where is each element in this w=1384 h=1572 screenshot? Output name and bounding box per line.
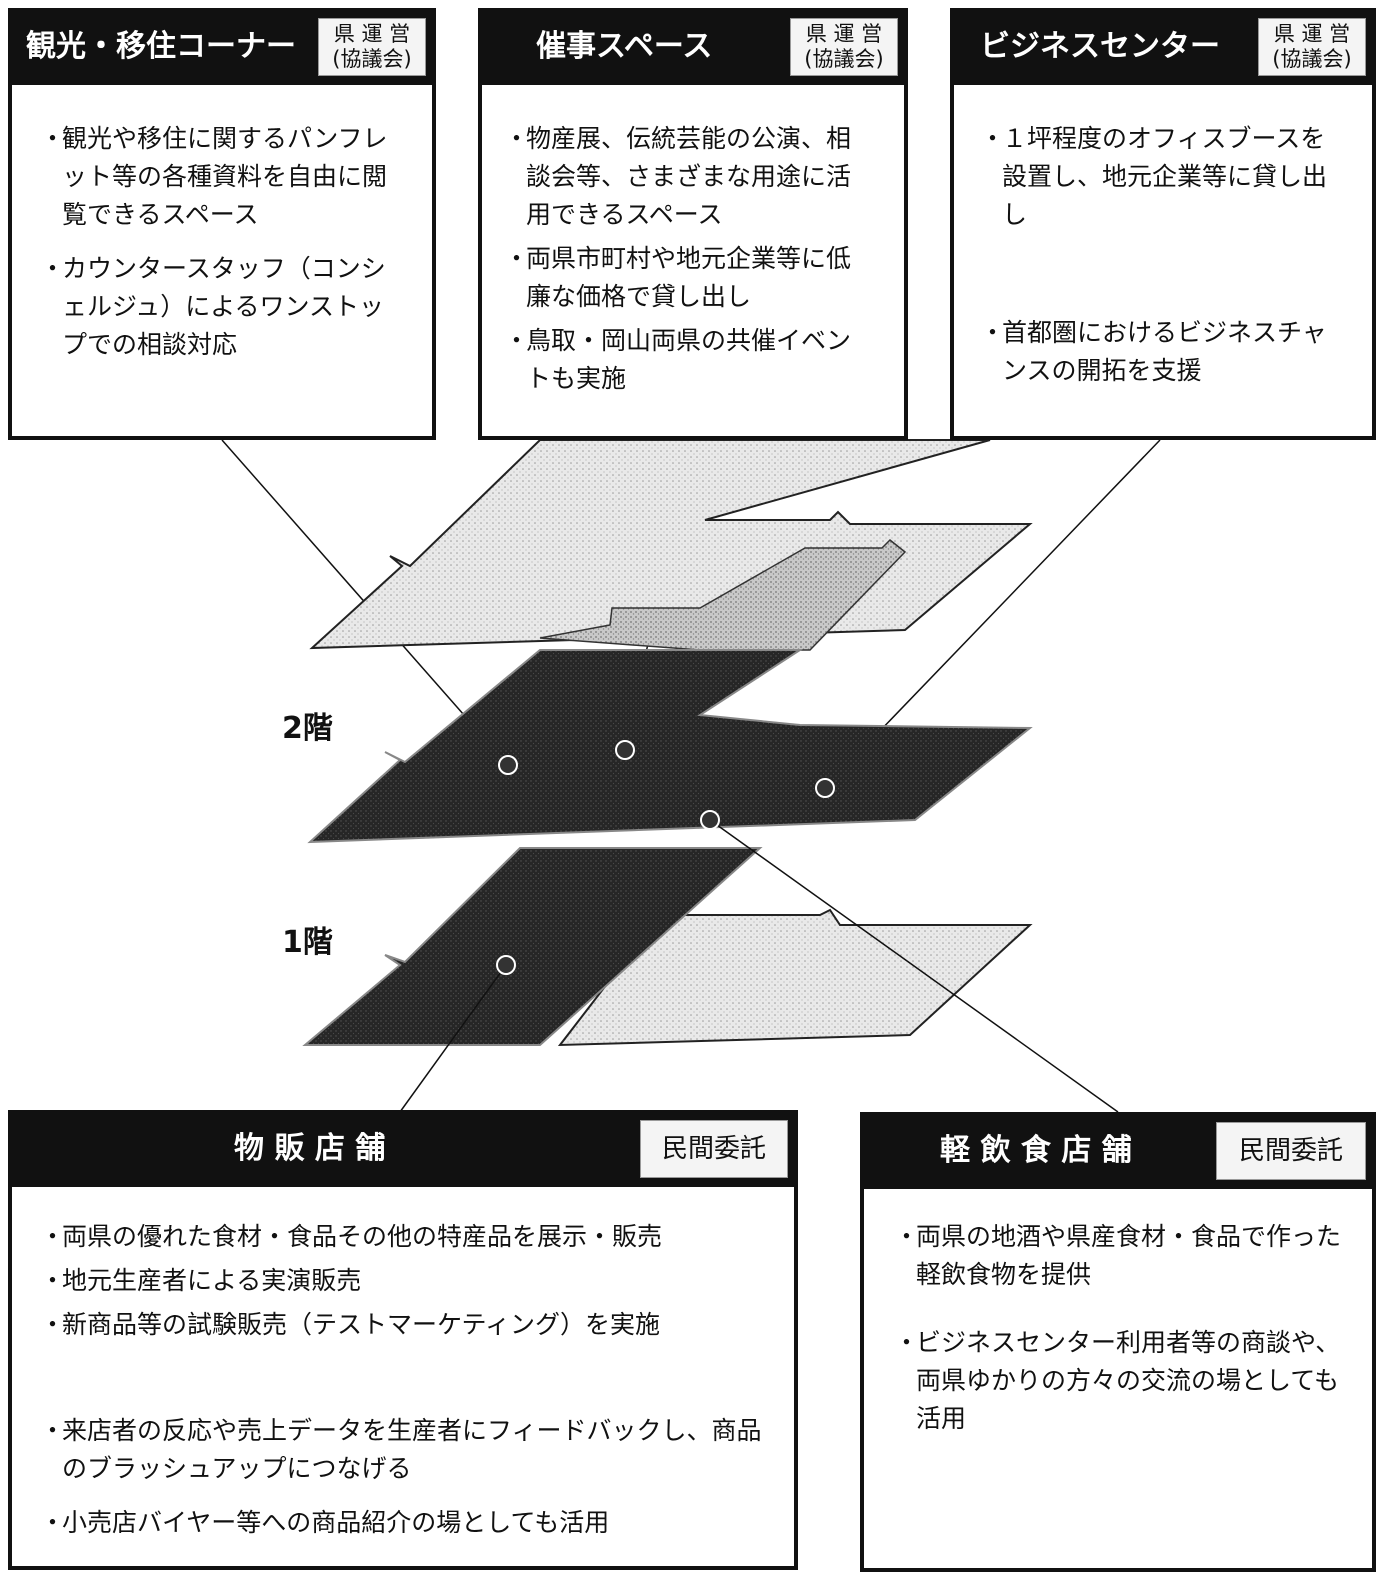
event-space-badge: 県 運 営 (協議会) [790,18,898,76]
retail-store-header: 物 販 店 舗 民間委託 [12,1114,794,1187]
list-item: 首都圏におけるビジネスチャンスの開拓を支援 [980,314,1342,390]
tourism-corner-box: 観光・移住コーナー 県 運 営 (協議会) 観光や移住に関するパンフレット等の各… [8,8,436,440]
connector-cafe [709,819,1119,1113]
floor-label-2f: 2階 [282,711,333,746]
tourism-corner-title: 観光・移住コーナー [26,29,296,64]
list-item: 来店者の反応や売上データを生産者にフィードバックし、商品のブラッシュアップにつな… [40,1412,770,1488]
retail-store-box: 物 販 店 舗 民間委託 両県の優れた食材・食品その他の特産品を展示・販売 地元… [8,1110,798,1570]
retail-store-bullets-before: 両県の優れた食材・食品その他の特産品を展示・販売 地元生産者による実演販売 新商… [40,1218,770,1350]
tourism-corner-bullets: 観光や移住に関するパンフレット等の各種資料を自由に閲覧できるスペース カウンター… [40,120,408,380]
business-center-bullets-before: １坪程度のオフィスブースを設置し、地元企業等に貸し出し [980,120,1342,250]
list-item: 観光や移住に関するパンフレット等の各種資料を自由に閲覧できるスペース [40,120,408,234]
event-space-box: 催事スペース 県 運 営 (協議会) 物産展、伝統芸能の公演、相談会等、さまざま… [478,8,908,440]
business-center-box: ビジネスセンター 県 運 営 (協議会) １坪程度のオフィスブースを設置し、地元… [950,8,1376,440]
cafe-store-title: 軽 飲 食 店 舗 [940,1133,1132,1168]
tourism-corner-badge: 県 運 営 (協議会) [318,18,426,76]
floor-2f-dark [307,649,1033,844]
business-center-bullets-after: 首都圏におけるビジネスチャンスの開拓を支援 [980,314,1342,406]
cafe-store-box: 軽 飲 食 店 舗 民間委託 両県の地酒や県産食材・食品で作った軽飲食物を提供 … [860,1112,1376,1572]
tourism-corner-header: 観光・移住コーナー 県 運 営 (協議会) [12,12,432,85]
event-space-title: 催事スペース [536,29,713,64]
business-center-title: ビジネスセンター [980,29,1220,64]
floor-label-1f: 1階 [282,925,333,960]
list-item: 両県市町村や地元企業等に低廉な価格で貸し出し [504,240,874,316]
marker-business [815,778,835,798]
list-item: 小売店バイヤー等への商品紹介の場としても活用 [40,1504,770,1542]
badge-line2: (協議会) [332,47,412,71]
retail-store-title: 物 販 店 舗 [234,1131,386,1166]
cafe-store-header: 軽 飲 食 店 舗 民間委託 [864,1116,1372,1189]
badge-line1: 県 運 営 [333,22,411,46]
event-space-header: 催事スペース 県 運 営 (協議会) [482,12,904,85]
list-item: 新商品等の試験販売（テストマーケティング）を実施 [40,1306,770,1344]
list-item: カウンタースタッフ（コンシェルジュ）によるワンストップでの相談対応 [40,250,408,364]
event-space-bullets: 物産展、伝統芸能の公演、相談会等、さまざまな用途に活用できるスペース 両県市町村… [504,120,874,404]
retail-store-badge: 民間委託 [640,1120,788,1178]
business-center-badge: 県 運 営 (協議会) [1258,18,1366,76]
marker-retail [496,955,516,975]
business-center-header: ビジネスセンター 県 運 営 (協議会) [954,12,1372,85]
cafe-store-badge: 民間委託 [1216,1122,1366,1180]
badge-line2: (協議会) [804,47,884,71]
marker-cafe [700,810,720,830]
floor-1f-dark [302,847,763,1046]
retail-store-bullets-after: 来店者の反応や売上データを生産者にフィードバックし、商品のブラッシュアップにつな… [40,1412,770,1558]
marker-tourism [498,755,518,775]
list-item: １坪程度のオフィスブースを設置し、地元企業等に貸し出し [980,120,1342,234]
connector-retail [399,964,507,1113]
floor-1f-light [557,908,1033,1047]
list-item: 両県の優れた食材・食品その他の特産品を展示・販売 [40,1218,770,1256]
list-item: 鳥取・岡山両県の共催イベントも実施 [504,322,874,398]
cafe-store-bullets: 両県の地酒や県産食材・食品で作った軽飲食物を提供 ビジネスセンター利用者等の商談… [894,1218,1346,1454]
list-item: 物産展、伝統芸能の公演、相談会等、さまざまな用途に活用できるスペース [504,120,874,234]
badge-line2: (協議会) [1272,47,1352,71]
marker-event [615,740,635,760]
list-item: 地元生産者による実演販売 [40,1262,770,1300]
badge-line1: 県 運 営 [1273,22,1351,46]
badge-line1: 県 運 営 [805,22,883,46]
list-item: ビジネスセンター利用者等の商談や、両県ゆかりの方々の交流の場としても活用 [894,1324,1346,1438]
list-item: 両県の地酒や県産食材・食品で作った軽飲食物を提供 [894,1218,1346,1294]
